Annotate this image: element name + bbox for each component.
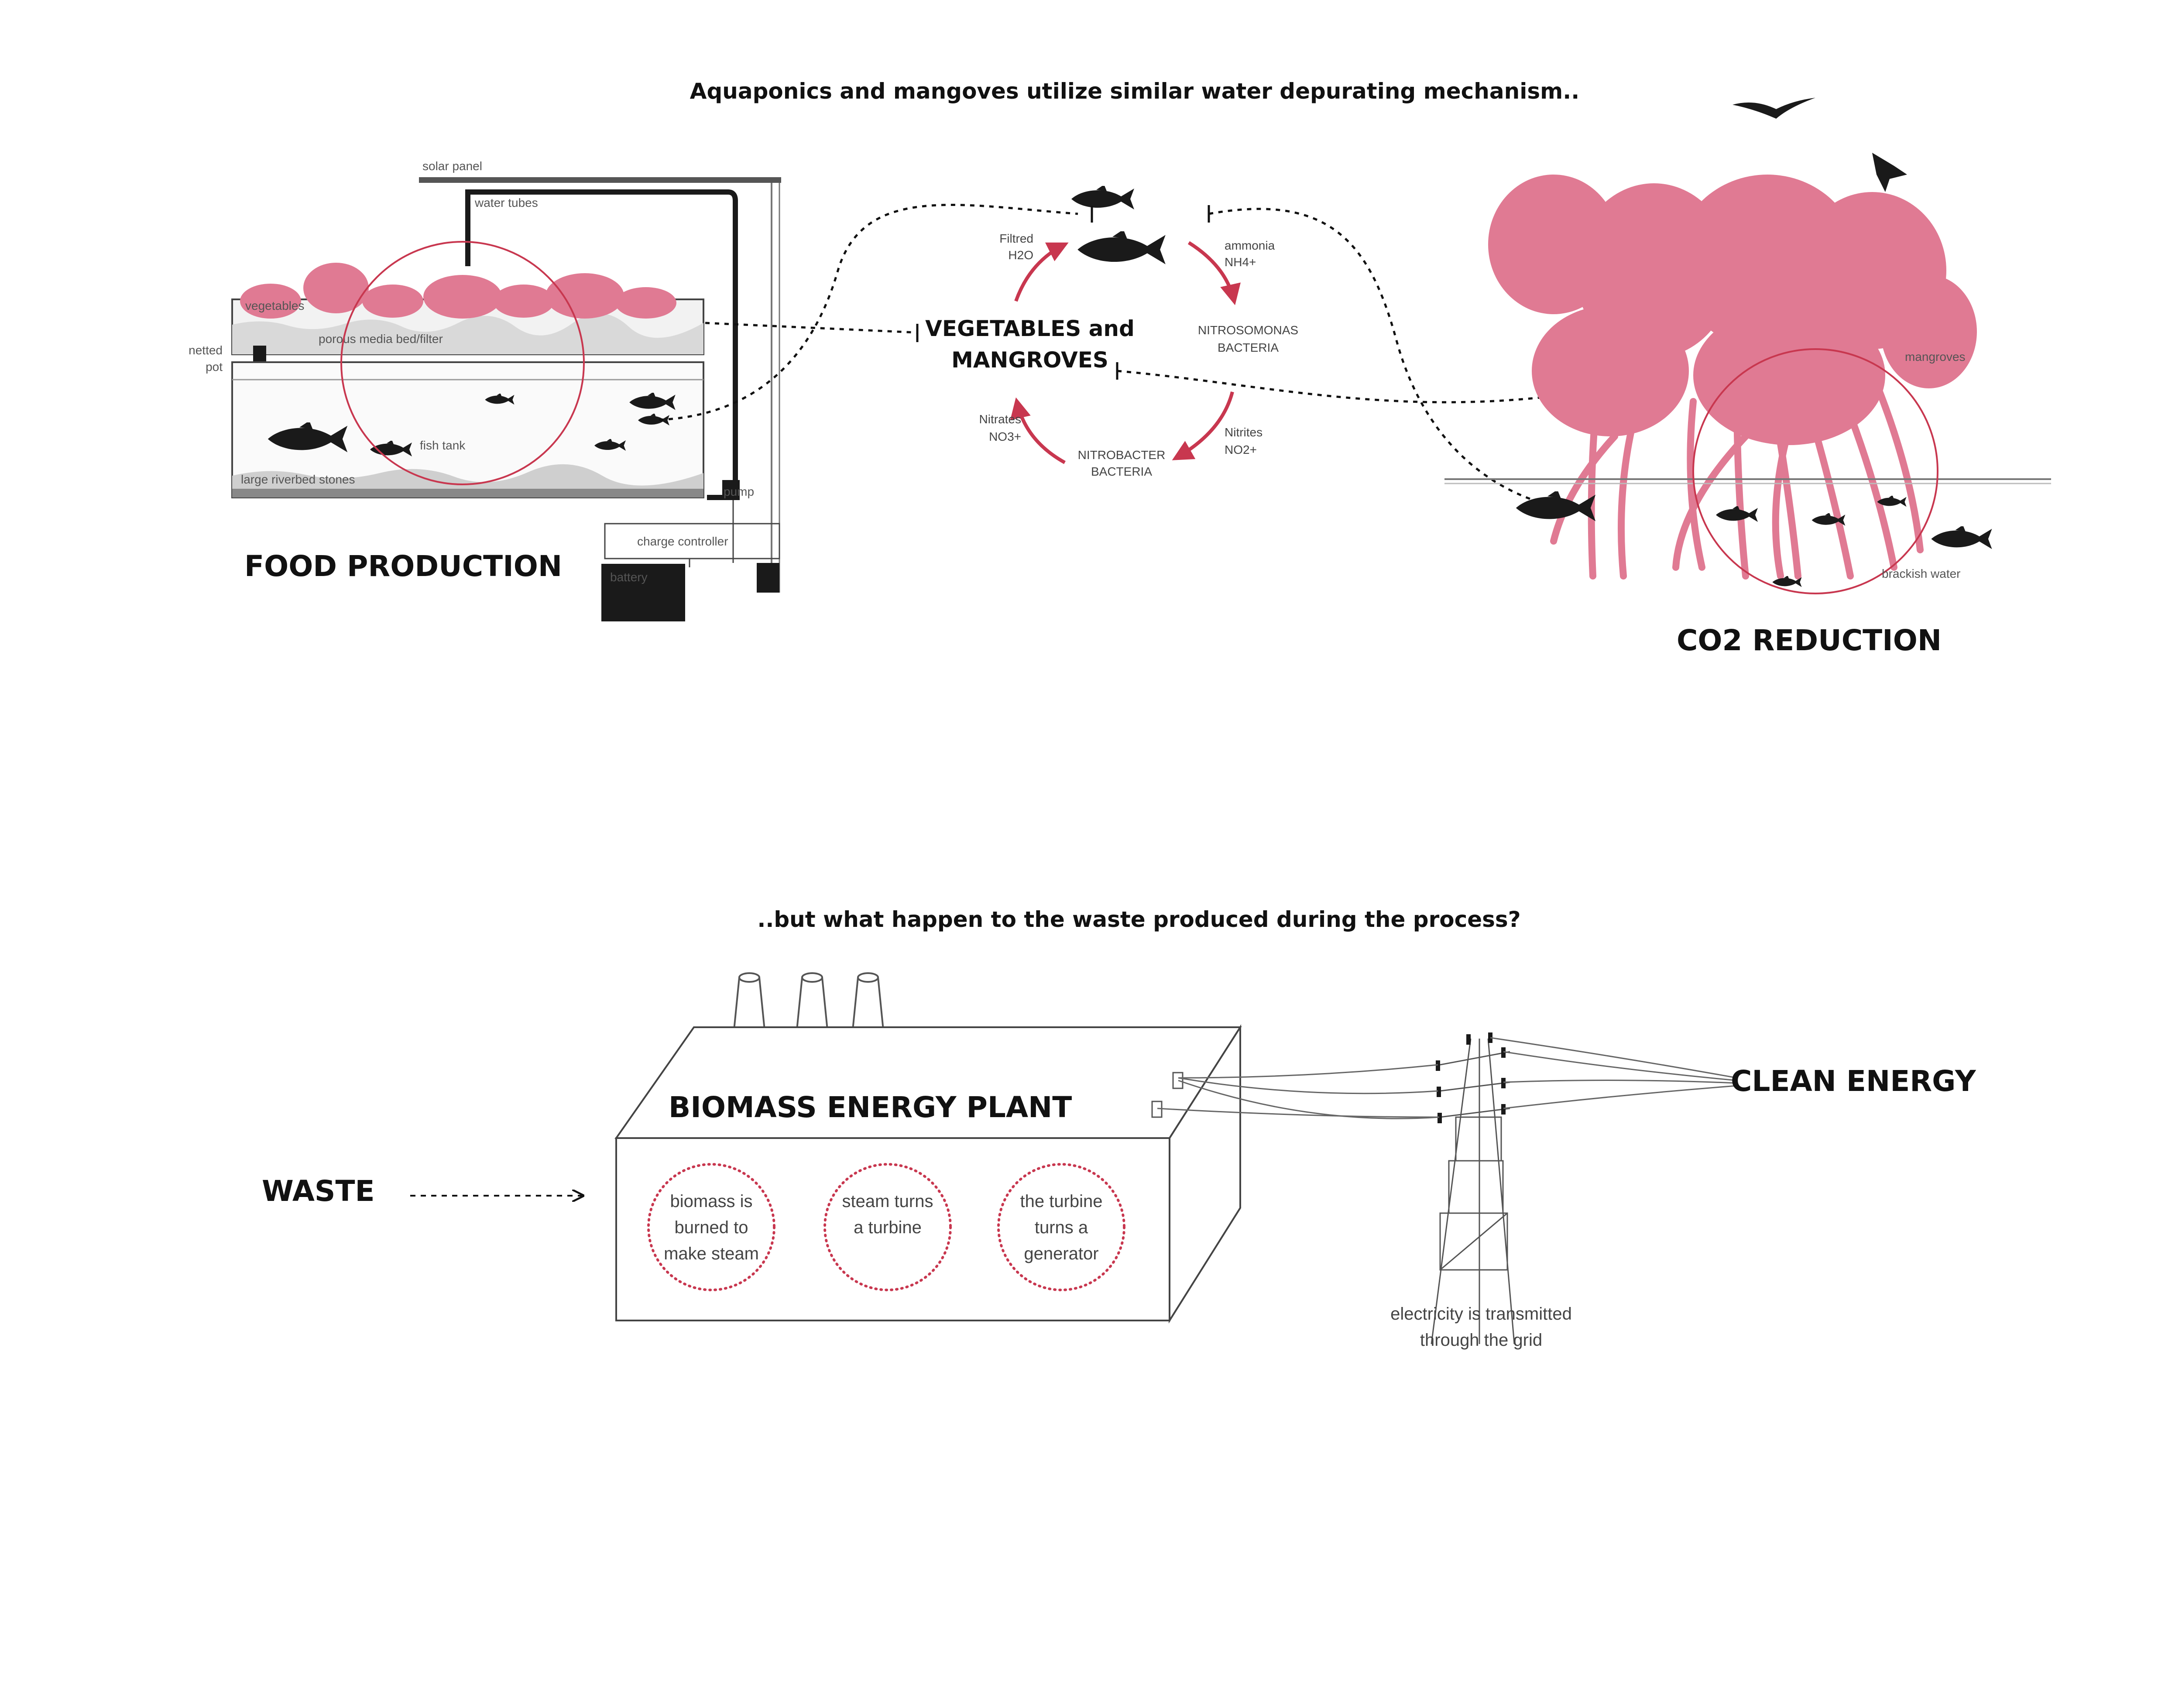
water-tubes-label: water tubes — [474, 196, 538, 209]
solar-panel-label: solar panel — [422, 159, 482, 173]
energy-section: WASTE BIOMASS ENERGY PLANT biomass is bu… — [262, 972, 1976, 1350]
netted-pot-label-2: pot — [206, 360, 223, 374]
netted-pot-label-1: netted — [189, 343, 223, 357]
nitrates-label-2: NO3+ — [989, 430, 1021, 443]
cycle-center-line-1: VEGETABLES and — [925, 316, 1135, 341]
waste-label: WASTE — [262, 1174, 375, 1208]
brackish-water-label: brackish water — [1882, 567, 1961, 580]
bird-icon — [1733, 98, 1815, 119]
ammonia-label-1: ammonia — [1225, 239, 1275, 252]
nitrites-label-2: NO2+ — [1225, 443, 1257, 456]
cycle-arrow — [1014, 242, 1069, 302]
nitrosomonas-label-1: NITROSOMONAS — [1198, 323, 1298, 337]
power-lines — [1157, 1037, 1737, 1119]
middle-heading: ..but what happen to the waste produced … — [757, 907, 1520, 932]
step-1-line-2: burned to — [674, 1218, 748, 1237]
filtred-label-2: H2O — [1008, 248, 1033, 262]
pump-label: pump — [724, 485, 754, 498]
step-circle-generator — [997, 1163, 1125, 1291]
mangrove-illustration: mangroves brackish water CO2 REDUCTION — [1444, 98, 2051, 657]
clean-energy-label: CLEAN ENERGY — [1731, 1064, 1976, 1098]
fish-icon — [1071, 186, 1134, 209]
nitrites-label-1: Nitrites — [1225, 425, 1263, 439]
circulation-loop — [1692, 348, 1938, 594]
step-1-line-1: biomass is — [670, 1192, 753, 1211]
step-3-line-3: generator — [1024, 1244, 1098, 1263]
step-2-line-2: a turbine — [854, 1218, 922, 1237]
step-3-line-1: the turbine — [1020, 1192, 1102, 1211]
porous-media-label: porous media bed/filter — [319, 332, 443, 346]
battery — [601, 564, 685, 621]
connector-lines — [659, 204, 1580, 508]
filtred-label-1: Filtred — [999, 232, 1033, 245]
mangroves-label: mangroves — [1905, 350, 1966, 364]
nitrobacter-label-2: BACTERIA — [1091, 465, 1152, 478]
step-circle-burn — [647, 1163, 775, 1291]
step-2-line-1: steam turns — [842, 1192, 933, 1211]
battery-label: battery — [610, 570, 648, 584]
fish-tank-label: fish tank — [420, 439, 466, 452]
co2-reduction-title: CO2 REDUCTION — [1677, 624, 1942, 657]
step-1-line-3: make steam — [664, 1244, 759, 1263]
pump — [722, 480, 740, 500]
step-circle-steam — [823, 1163, 952, 1291]
bird-icon — [1872, 153, 1907, 192]
plant-building — [614, 1024, 1242, 1324]
circulation-loop — [340, 241, 585, 485]
step-3-line-2: turns a — [1035, 1218, 1088, 1237]
vegetables-foliage — [240, 263, 676, 319]
nitrates-label-1: Nitrates — [979, 412, 1021, 426]
plant-title: BIOMASS ENERGY PLANT — [669, 1091, 1072, 1124]
mangrove-canopy — [1488, 175, 1977, 445]
aquaponics-system: solar panel water tubes vegetables porou… — [189, 159, 781, 621]
stones-label: large riverbed stones — [241, 473, 355, 486]
solar-panel — [419, 177, 781, 183]
vegetables-label: vegetables — [245, 299, 304, 312]
transmission-tower — [1431, 1038, 1515, 1344]
ammonia-label-2: NH4+ — [1225, 255, 1256, 269]
cycle-arrow — [1010, 397, 1066, 464]
cycle-arrow — [1187, 241, 1241, 305]
transmission-label-2: through the grid — [1420, 1331, 1542, 1350]
nitrobacter-label-1: NITROBACTER — [1078, 448, 1166, 462]
nitrogen-cycle: VEGETABLES and MANGROVES Filtred H2O amm… — [659, 186, 1580, 508]
top-heading: Aquaponics and mangoves utilize similar … — [690, 79, 1579, 104]
charge-controller — [604, 523, 780, 559]
mangrove-roots — [1550, 381, 1924, 580]
fish-icon — [1716, 506, 1758, 522]
cycle-center-line-2: MANGROVES — [951, 347, 1108, 373]
fish-icon — [1931, 526, 1992, 549]
chimneys — [733, 972, 885, 1031]
cycle-arrow — [1172, 391, 1234, 460]
fish-icon — [1077, 231, 1166, 264]
transmission-label-1: electricity is transmitted — [1390, 1304, 1572, 1324]
food-production-title: FOOD PRODUCTION — [244, 549, 562, 583]
charge-controller-label: charge controller — [637, 535, 728, 548]
water-tube — [465, 189, 738, 489]
fish-icon — [1516, 491, 1596, 521]
nitrosomonas-label-2: BACTERIA — [1218, 341, 1279, 354]
